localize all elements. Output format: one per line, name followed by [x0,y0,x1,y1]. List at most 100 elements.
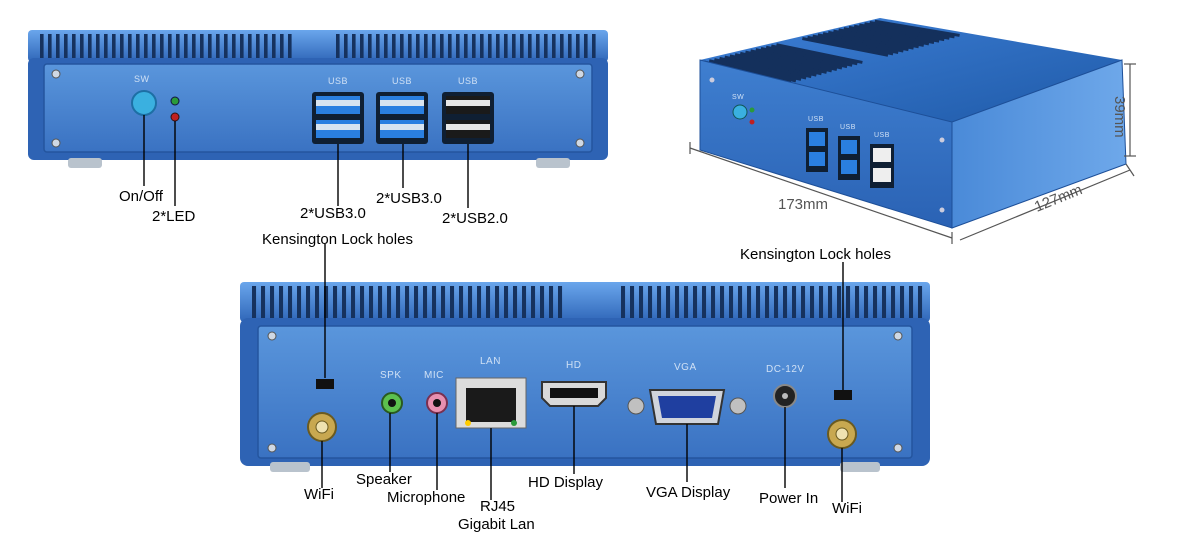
heatsink-fin [848,25,935,45]
heatsink-fin [48,34,52,58]
heatsink-fin [783,286,788,318]
gigabit-lan-callout: Gigabit Lan [458,516,535,533]
rear-spk-label: SPK [380,370,402,381]
heatsink-fin [760,46,848,69]
heatsink-fin [192,34,196,58]
heatsink-fin [400,34,404,58]
heatsink-fin [472,34,476,58]
heatsink-fin [270,286,275,318]
heatsink-fin [859,23,945,42]
heatsink-fin [719,56,807,80]
heatsink-fin [770,44,858,66]
heatsink-fin [810,286,815,318]
heatsink-fin [882,286,887,318]
heatsink-fin [342,286,347,318]
heatsink-fin [288,286,293,318]
heatsink-fin [240,34,244,58]
heatsink-fin [864,286,869,318]
heatsink-fin [432,286,437,318]
heatsink-fin [280,34,284,58]
heatsink-fin [72,34,76,58]
heatsink-fin [536,34,540,58]
heatsink-fin [96,34,100,58]
led-callout: 2*LED [152,208,196,225]
heatsink-fin [333,286,338,318]
front-sw-label: SW [134,74,150,84]
front-usb-label-1: USB [328,76,349,86]
on-off-callout: On/Off [119,188,163,205]
heatsink-fin [224,34,228,58]
heatsink-fin [88,34,92,58]
heatsink-fin [864,22,950,40]
heatsink-fin [708,59,797,83]
heatsink-fin [306,286,311,318]
kensington-callout-left: Kensington Lock holes [262,231,413,248]
usb2-stack [442,92,494,144]
heatsink-fin [802,37,889,57]
heatsink-fin [351,286,356,318]
heatsink-fin [734,53,822,76]
iso-usb-label-3: USB [874,132,890,139]
heatsink-fin [568,34,572,58]
heatsink-fin [684,286,689,318]
heatsink-fin [528,34,532,58]
heatsink-fin [513,286,518,318]
heatsink-fin [392,34,396,58]
heatsink-fin [64,34,68,58]
usb3-callout-a: 2*USB3.0 [300,205,366,222]
rear-hd-label: HD [566,360,582,371]
heatsink-fin [136,34,140,58]
heatsink-fin [120,34,124,58]
heatsink-fin [256,34,260,58]
heatsink-fin [522,286,527,318]
heatsink-fin [216,34,220,58]
heatsink-fin [104,34,108,58]
heatsink-fin [248,34,252,58]
heatsink-fin [693,286,698,318]
heatsink-fin [450,286,455,318]
heatsink-fin [837,286,842,318]
heatsink-fin [504,34,508,58]
front-heatsink-fins [28,30,608,62]
heatsink-fin [592,34,596,58]
heatsink-fin [168,34,172,58]
rear-lan-label: LAN [480,356,501,367]
usb3-callout-b: 2*USB3.0 [376,190,442,207]
heatsink-fin [817,33,904,53]
heatsink-fin [360,286,365,318]
vga-display-callout: VGA Display [646,484,731,501]
heatsink-fin [750,49,838,71]
heatsink-fin [360,34,364,58]
heatsink-fin [176,34,180,58]
heatsink-fin [702,286,707,318]
heatsink-fin [279,286,284,318]
heatsink-fin [80,34,84,58]
heatsink-fin [822,32,909,52]
kensington-slot-right [834,390,852,400]
kensington-slot-left [316,379,334,389]
heatsink-fin [729,286,734,318]
heatsink-fin [819,286,824,318]
iso-sw-label: SW [732,94,745,101]
heatsink-fin [378,286,383,318]
kensington-callout-right: Kensington Lock holes [740,246,891,263]
heatsink-fin [774,286,779,318]
heatsink-fin [200,34,204,58]
heatsink-fin [630,286,635,318]
hd-display-callout: HD Display [528,474,604,491]
heatsink-fin [424,34,428,58]
heatsink-fin [512,34,516,58]
heatsink-fin [540,286,545,318]
heatsink-fin [441,286,446,318]
heatsink-fin [414,286,419,318]
heatsink-fin [720,286,725,318]
heatsink-fin [745,50,833,73]
heatsink-fin [666,286,671,318]
rear-view: SPK MIC LAN HD VGA DC-12V [230,240,950,540]
heatsink-fin [874,19,960,37]
heatsink-fin [352,34,356,58]
heatsink-fin [477,286,482,318]
rj45-callout: RJ45 [480,498,516,515]
heatsink-fin [520,34,524,58]
heatsink-fin [807,35,894,56]
